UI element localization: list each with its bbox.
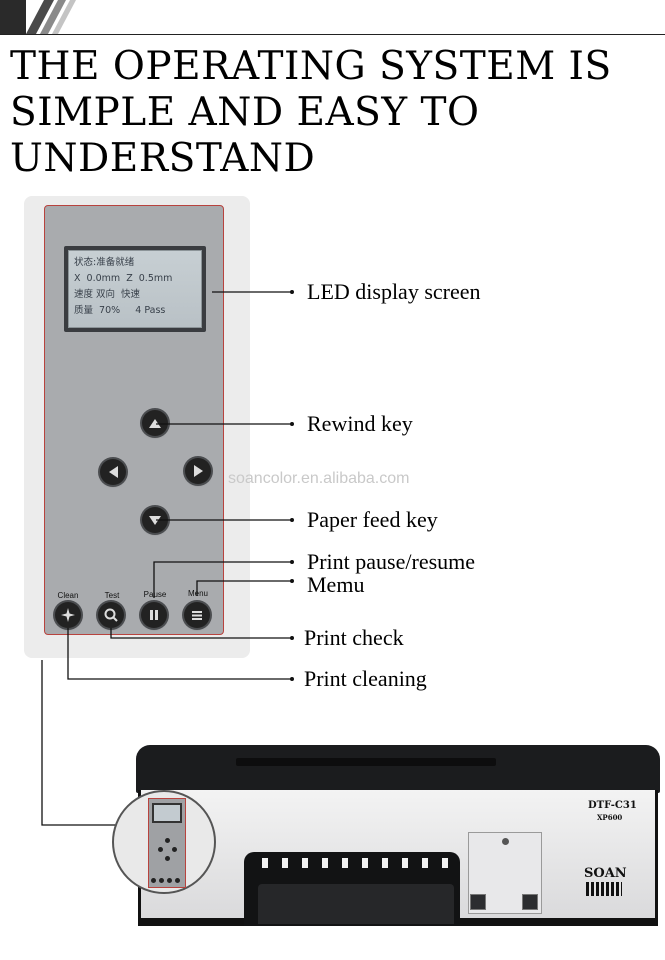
arrow-left-icon: [108, 466, 118, 478]
tray-slot: [442, 858, 448, 868]
lcd-line-status: 状态:准备就绪: [74, 257, 135, 268]
printer-head-label: XP600: [597, 813, 623, 822]
mini-key: [158, 847, 163, 852]
door-knob: [502, 838, 509, 845]
printer-tray-lip: [258, 884, 454, 924]
mini-key: [159, 878, 164, 883]
header-rule: [0, 34, 665, 35]
header-stripes-decoration: [0, 0, 76, 34]
callout-print-cleaning: Print cleaning: [304, 666, 427, 691]
led-display-screen: 状态:准备就绪 X 0.0mm Z 0.5mm 速度 双向 快速 质量 70% …: [68, 250, 202, 328]
tray-slot: [282, 858, 288, 868]
printer-side-button: [522, 894, 538, 910]
magnifier-icon: [104, 608, 118, 622]
pause-key[interactable]: [141, 602, 167, 628]
tray-slot: [262, 858, 268, 868]
tray-slot: [302, 858, 308, 868]
lcd-line-position: X 0.0mm Z 0.5mm: [74, 273, 173, 284]
clean-key-label: Clean: [57, 591, 79, 600]
title-line-1: THE OPERATING SYSTEM IS: [10, 44, 612, 89]
mini-key: [172, 847, 177, 852]
tray-slot: [422, 858, 428, 868]
mini-key: [165, 856, 170, 861]
menu-key[interactable]: [184, 602, 210, 628]
printer-model-label: DTF-C31: [588, 800, 637, 811]
callout-menu: Memu: [307, 572, 365, 597]
title-line-3: UNDERSTAND: [10, 136, 316, 181]
pause-key-label: Pause: [143, 590, 167, 599]
mini-lcd-screen: [152, 803, 182, 823]
mini-key: [165, 838, 170, 843]
watermark-text: soancolor.en.alibaba.com: [228, 470, 410, 487]
left-arrow-key[interactable]: [100, 459, 126, 485]
tray-slot: [382, 858, 388, 868]
printer-top-slot: [236, 758, 496, 766]
printer-brand-label: SOAN: [584, 866, 627, 881]
rewind-key-up-arrow[interactable]: [142, 410, 168, 436]
arrow-up-icon: [149, 418, 161, 428]
title-line-2: SIMPLE AND EASY TO: [10, 90, 480, 135]
sparkle-icon: [61, 608, 75, 622]
printer-side-button: [470, 894, 486, 910]
callout-paper-feed-key: Paper feed key: [307, 507, 438, 532]
test-key[interactable]: [98, 602, 124, 628]
tray-slot: [362, 858, 368, 868]
printer-vent: [586, 882, 622, 896]
arrow-right-icon: [193, 465, 203, 477]
lcd-line-speed: 速度 双向 快速: [74, 289, 141, 300]
mini-key: [151, 878, 156, 883]
tray-slot: [402, 858, 408, 868]
arrow-down-icon: [149, 515, 161, 525]
test-key-label: Test: [104, 591, 120, 600]
callout-print-check: Print check: [304, 625, 404, 650]
menu-lines-icon: [192, 611, 202, 620]
right-arrow-key[interactable]: [185, 458, 211, 484]
callout-led-display: LED display screen: [307, 279, 481, 304]
pause-icon: [150, 610, 158, 620]
mini-key: [167, 878, 172, 883]
mini-key: [175, 878, 180, 883]
callout-rewind-key: Rewind key: [307, 411, 413, 436]
page-title: THE OPERATING SYSTEM IS SIMPLE AND EASY …: [10, 44, 650, 182]
printer-top-cover: [136, 745, 660, 793]
tray-slot: [322, 858, 328, 868]
lcd-line-quality: 质量 70% 4 Pass: [74, 305, 166, 316]
menu-key-label: Menu: [187, 589, 208, 598]
callout-print-pause-resume: Print pause/resume: [307, 549, 476, 574]
tray-slot: [342, 858, 348, 868]
clean-key[interactable]: [55, 602, 81, 628]
